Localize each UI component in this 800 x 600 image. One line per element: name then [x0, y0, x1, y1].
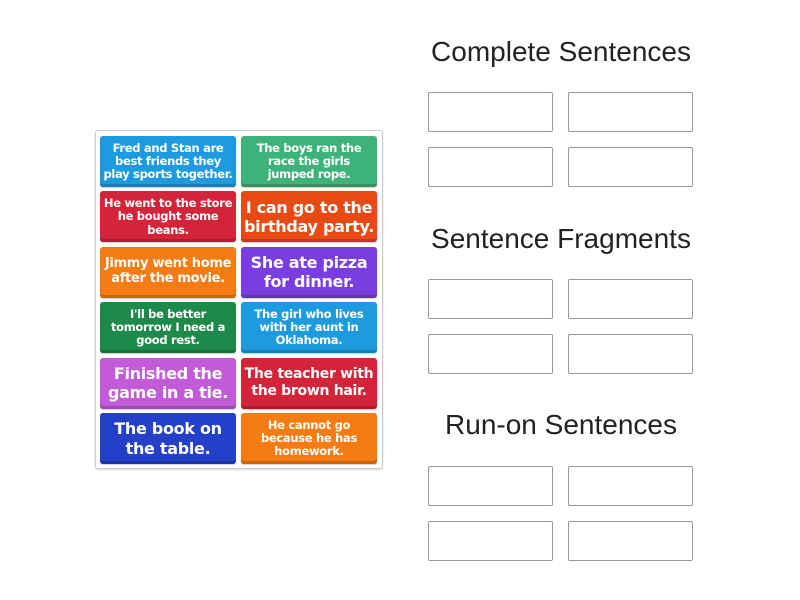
sentence-card[interactable]: The teacher with the brown hair. — [241, 357, 377, 409]
card-pool — [95, 130, 383, 469]
sentence-card[interactable]: Jimmy went home after the movie. — [100, 246, 236, 298]
drop-slot[interactable] — [428, 279, 553, 319]
sentence-card[interactable]: The girl who lives with her aunt in Okla… — [241, 302, 377, 354]
group-title-runon: Run-on Sentences — [445, 409, 677, 440]
drop-slot[interactable] — [568, 334, 693, 374]
drop-slot[interactable] — [568, 466, 693, 506]
sentence-card[interactable]: I can go to the birthday party. — [241, 191, 377, 243]
drop-slot[interactable] — [568, 147, 693, 187]
sentence-card[interactable]: She ate pizza for dinner. — [241, 246, 377, 298]
drop-slot[interactable] — [568, 521, 693, 561]
drop-slot[interactable] — [428, 92, 553, 132]
drop-slot[interactable] — [568, 279, 693, 319]
group-title-complete: Complete Sentences — [431, 36, 691, 67]
drop-slot[interactable] — [428, 147, 553, 187]
sentence-card[interactable]: He went to the store he bought some bean… — [100, 191, 236, 243]
drop-slot[interactable] — [568, 92, 693, 132]
drop-slot[interactable] — [428, 466, 553, 506]
sentence-card[interactable]: Finished the game in a tie. — [100, 357, 236, 409]
drop-slot[interactable] — [428, 521, 553, 561]
sentence-card[interactable]: I'll be better tomorrow I need a good re… — [100, 302, 236, 354]
group-title-fragments: Sentence Fragments — [431, 223, 691, 254]
sentence-card[interactable]: He cannot go because he has homework. — [241, 413, 377, 464]
sentence-card[interactable]: The book on the table. — [100, 413, 236, 464]
sentence-card[interactable]: The boys ran the race the girls jumped r… — [241, 136, 377, 187]
drop-slot[interactable] — [428, 334, 553, 374]
sentence-card[interactable]: Fred and Stan are best friends they play… — [100, 136, 236, 187]
